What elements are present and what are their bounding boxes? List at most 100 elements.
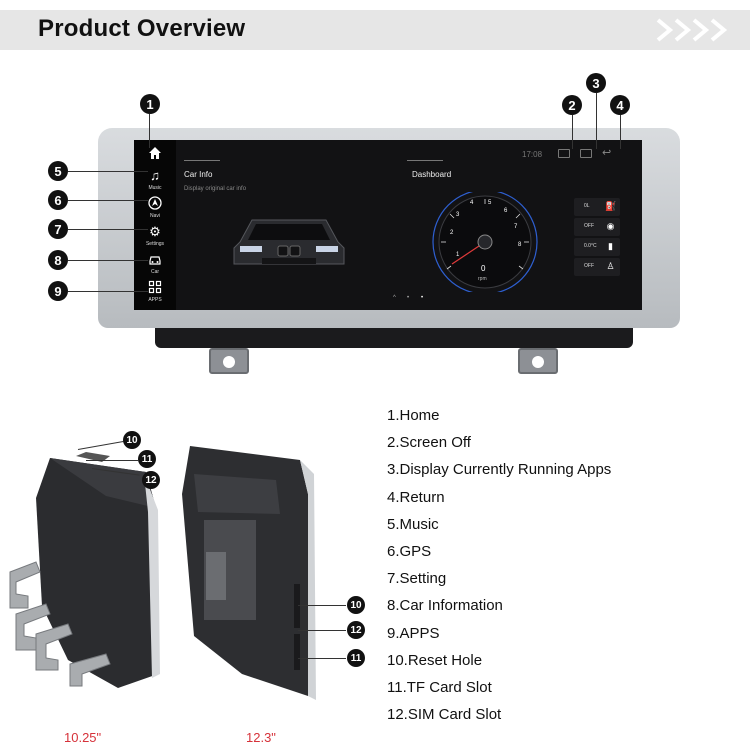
callout-12: 12	[142, 471, 160, 489]
list-item: 11.TF Card Slot	[387, 678, 492, 696]
nav-car[interactable]: Car	[134, 250, 176, 280]
callout-leader	[68, 171, 148, 172]
gauge-tick: 2	[450, 230, 454, 236]
indicator-text: 0L	[584, 203, 590, 209]
list-item: 7.Setting	[387, 570, 447, 588]
temperature-icon: ▮	[608, 241, 613, 251]
callout-8: 8	[48, 250, 68, 270]
callout-1: 1	[140, 94, 160, 114]
gauge-tick: 1	[456, 252, 460, 258]
callout-leader	[298, 605, 346, 606]
gauge-tick: 7	[514, 224, 518, 230]
list-item: 5.Music	[387, 515, 439, 533]
callout-6: 6	[48, 190, 68, 210]
indicator-text: 0.0°C	[584, 243, 597, 249]
pager-dot[interactable]: •	[407, 295, 410, 301]
indicator-text: OFF	[584, 223, 594, 229]
dashboard-title[interactable]: Dashboard	[412, 170, 452, 179]
list-item: 10.Reset Hole	[387, 651, 483, 669]
nav-label: Settings	[145, 241, 165, 247]
list-item: 2.Screen Off	[387, 434, 471, 452]
callout-11: 11	[138, 450, 156, 468]
indicator-brake: OFF ◉	[574, 218, 620, 236]
callout-leader	[620, 115, 621, 149]
side-view-12-3	[182, 446, 316, 700]
gauge-value: 0	[481, 264, 486, 273]
home-icon	[147, 146, 163, 162]
list-item: 12.SIM Card Slot	[387, 706, 502, 724]
nav-apps[interactable]: APPS	[134, 278, 176, 308]
callout-10: 10	[123, 431, 141, 449]
card-divider	[407, 160, 443, 161]
callout-9: 9	[48, 281, 68, 301]
music-icon: ♫	[150, 168, 160, 183]
callout-leader	[572, 115, 573, 149]
brake-icon: ◉	[606, 221, 615, 231]
apps-grid-icon	[147, 280, 163, 296]
page-title: Product Overview	[38, 15, 246, 42]
gauge-tick: 5	[488, 200, 492, 206]
navigation-icon	[147, 196, 163, 212]
pager-dot[interactable]: •	[421, 295, 424, 301]
callout-leader	[68, 229, 148, 230]
gear-icon: ⚙	[149, 224, 161, 239]
rpm-gauge	[432, 192, 538, 292]
mount-bracket-right	[518, 348, 558, 374]
callout-3: 3	[586, 73, 606, 93]
gauge-unit: rpm	[478, 276, 487, 282]
indicator-text: OFF	[584, 263, 594, 269]
header-bar: Product Overview	[0, 10, 750, 50]
nav-navi[interactable]: Navi	[134, 194, 176, 224]
gauge-tick: 3	[456, 212, 460, 218]
nav-label: Navi	[149, 213, 160, 219]
list-item: 1.Home	[387, 407, 440, 424]
list-item: 8.Car Information	[387, 597, 503, 615]
nav-label: Car	[150, 269, 160, 275]
car-info-subtitle: Display original car info	[184, 186, 247, 192]
callout-2: 2	[562, 95, 582, 115]
seatbelt-icon: ♙	[606, 261, 615, 271]
nav-label: APPS	[148, 297, 162, 303]
callout-4: 4	[610, 95, 630, 115]
running-apps-icon[interactable]	[580, 149, 592, 158]
callout-leader	[298, 630, 346, 631]
size-label-right: 12.3"	[246, 730, 276, 745]
callout-leader	[596, 93, 597, 149]
chevron-arrows-icon	[656, 18, 728, 42]
callout-10: 10	[347, 596, 365, 614]
gauge-tick: 8	[518, 242, 522, 248]
fuel-icon: ⛽	[605, 201, 617, 211]
callout-11: 11	[347, 649, 365, 667]
nav-home[interactable]	[134, 144, 176, 174]
callout-leader	[86, 460, 138, 461]
list-item: 4.Return	[387, 488, 445, 506]
indicator-seatbelt: OFF ♙	[574, 258, 620, 276]
list-item: 3.Display Currently Running Apps	[387, 461, 612, 479]
callout-leader	[298, 658, 346, 659]
nav-label: Music	[148, 185, 162, 191]
callout-leader	[68, 200, 148, 201]
size-label-left: 10.25"	[64, 730, 102, 745]
callout-7: 7	[48, 219, 68, 239]
indicator-fuel: 0L ⛽	[574, 198, 620, 216]
callout-leader	[68, 260, 148, 261]
car-image	[233, 219, 345, 265]
gauge-tick: 4	[470, 200, 474, 206]
car-info-title[interactable]: Car Info	[184, 170, 213, 179]
list-item: 9.APPS	[387, 624, 440, 642]
gauge-tick: 6	[504, 208, 508, 214]
nav-music[interactable]: ♫ Music	[134, 166, 176, 196]
head-unit-screen: ♫ Music Navi ⚙ Settings Car APPS 17:08	[134, 140, 642, 310]
screen-off-icon[interactable]	[558, 149, 570, 158]
callout-leader	[68, 291, 148, 292]
list-item: 6.GPS	[387, 542, 432, 560]
callout-leader	[149, 114, 150, 148]
side-view-10-25	[9, 452, 160, 688]
return-icon[interactable]: ↩	[602, 147, 612, 159]
pager-up[interactable]: ^	[393, 295, 396, 301]
card-divider	[184, 160, 220, 161]
nav-settings[interactable]: ⚙ Settings	[134, 222, 176, 252]
side-nav: ♫ Music Navi ⚙ Settings Car APPS	[134, 140, 176, 310]
callout-5: 5	[48, 161, 68, 181]
car-icon	[147, 252, 163, 268]
